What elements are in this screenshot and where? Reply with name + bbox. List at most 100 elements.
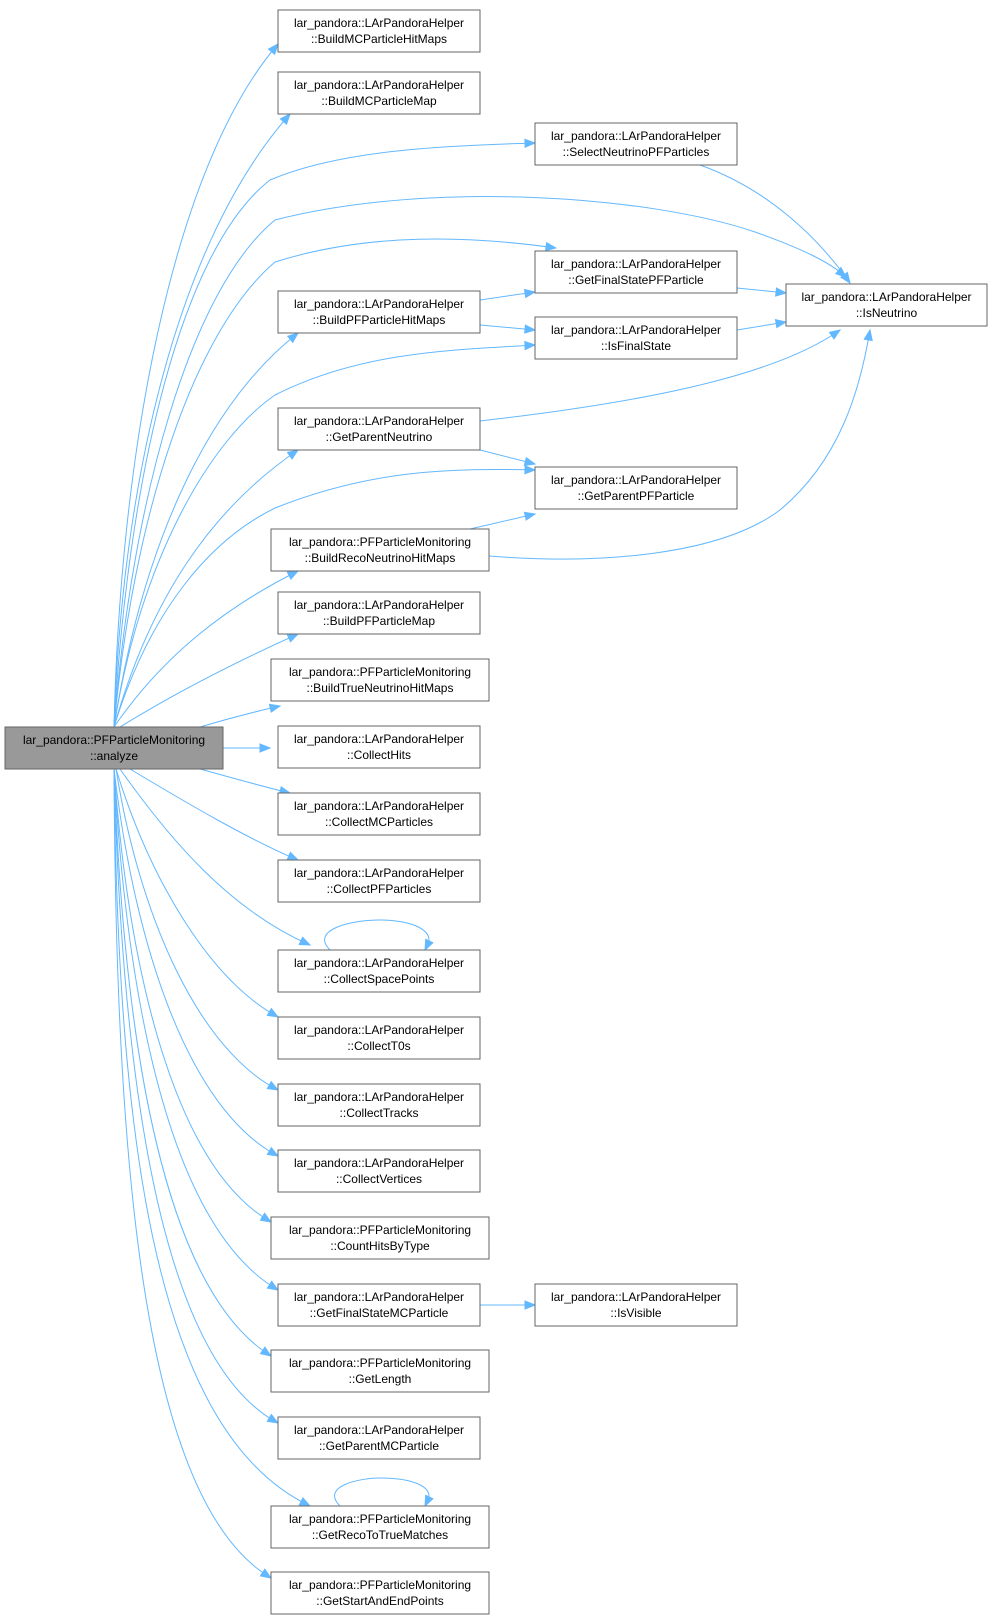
edge-analyze-to-CollectT0s <box>115 768 280 1018</box>
arrowhead-icon <box>286 633 300 643</box>
arrowhead-icon <box>828 329 842 340</box>
edge-analyze-to-CollectTracks <box>115 768 280 1091</box>
node-GetParentNeutrino[interactable]: lar_pandora::LArPandoraHelper::GetParent… <box>277 407 481 451</box>
node-BuildMCParticleMap[interactable]: lar_pandora::LArPandoraHelper::BuildMCPa… <box>277 71 481 115</box>
node-label-line2: ::BuildMCParticleMap <box>321 94 437 108</box>
node-CollectHits[interactable]: lar_pandora::LArPandoraHelper::CollectHi… <box>277 725 481 769</box>
arrowhead-icon <box>298 1497 312 1507</box>
edge-analyze-to-BuildMCParticleHitMaps <box>113 42 279 728</box>
nodes-layer: lar_pandora::PFParticleMonitoring::analy… <box>4 9 988 1615</box>
edge-line <box>129 768 299 861</box>
node-BuildMCParticleHitMaps[interactable]: lar_pandora::LArPandoraHelper::BuildMCPa… <box>277 9 481 53</box>
node-label-line2: ::CountHitsByType <box>330 1239 430 1253</box>
node-CollectT0s[interactable]: lar_pandora::LArPandoraHelper::CollectT0… <box>277 1016 481 1060</box>
node-box <box>534 1283 738 1327</box>
node-label-line2: ::GetParentPFParticle <box>578 489 695 503</box>
edge-CollectSpacePoints-to-CollectSpacePoints <box>324 919 434 952</box>
node-BuildRecoNeutrinoHitMaps[interactable]: lar_pandora::PFParticleMonitoring::Build… <box>270 528 490 572</box>
edge-analyze-to-IsFinalState <box>113 340 537 728</box>
node-label-line2: ::GetRecoToTrueMatches <box>312 1528 448 1542</box>
node-box <box>270 528 490 572</box>
node-label-line1: lar_pandora::PFParticleMonitoring <box>23 733 205 747</box>
node-label-line2: ::CollectHits <box>347 748 411 762</box>
node-label-line2: ::BuildPFParticleMap <box>323 614 435 628</box>
arrowhead-icon <box>286 851 300 861</box>
node-box <box>534 466 738 510</box>
edge-line <box>113 768 279 1291</box>
node-label-line1: lar_pandora::LArPandoraHelper <box>551 257 721 271</box>
node-box <box>534 316 738 360</box>
arrowhead-icon <box>266 1413 280 1424</box>
edge-BuildRecoNeutrinoHitMaps-to-GetParentPFParticle <box>469 511 537 530</box>
node-CollectSpacePoints[interactable]: lar_pandora::LArPandoraHelper::CollectSp… <box>277 949 481 993</box>
edge-line <box>113 113 291 728</box>
node-label-line2: ::GetStartAndEndPoints <box>316 1594 443 1608</box>
edge-GetFinalStateMCParticle-to-IsVisible <box>480 1300 537 1310</box>
edge-line <box>113 238 557 728</box>
node-label-line1: lar_pandora::LArPandoraHelper <box>294 732 464 746</box>
arrowhead-icon <box>268 703 282 713</box>
node-label-line1: lar_pandora::LArPandoraHelper <box>294 78 464 92</box>
edge-line <box>113 43 279 728</box>
arrowhead-icon <box>286 332 300 344</box>
node-box <box>277 1083 481 1127</box>
node-GetFinalStateMCParticle[interactable]: lar_pandora::LArPandoraHelper::GetFinalS… <box>277 1283 481 1327</box>
node-box <box>277 949 481 993</box>
node-SelectNeutrinoPFParticles[interactable]: lar_pandora::LArPandoraHelper::SelectNeu… <box>534 122 738 166</box>
node-label-line2: ::CollectVertices <box>336 1172 422 1186</box>
node-CollectPFParticles[interactable]: lar_pandora::LArPandoraHelper::CollectPF… <box>277 859 481 903</box>
node-IsNeutrino[interactable]: lar_pandora::LArPandoraHelper::IsNeutrin… <box>785 283 988 327</box>
node-label-line2: ::IsFinalState <box>601 339 671 353</box>
node-CollectVertices[interactable]: lar_pandora::LArPandoraHelper::CollectVe… <box>277 1149 481 1193</box>
node-GetLength[interactable]: lar_pandora::PFParticleMonitoring::GetLe… <box>270 1349 490 1393</box>
node-label-line2: ::analyze <box>90 749 138 763</box>
arrowhead-icon <box>545 241 558 252</box>
node-CollectMCParticles[interactable]: lar_pandora::LArPandoraHelper::CollectMC… <box>277 792 481 836</box>
edge-line <box>699 164 851 284</box>
edge-line <box>334 1477 430 1507</box>
node-box <box>270 1505 490 1549</box>
node-label-line1: lar_pandora::LArPandoraHelper <box>294 1090 464 1104</box>
node-label-line1: lar_pandora::LArPandoraHelper <box>801 290 971 304</box>
node-label-line1: lar_pandora::LArPandoraHelper <box>551 323 721 337</box>
node-label-line2: ::GetLength <box>349 1372 412 1386</box>
node-BuildPFParticleMap[interactable]: lar_pandora::LArPandoraHelper::BuildPFPa… <box>277 591 481 635</box>
node-GetParentMCParticle[interactable]: lar_pandora::LArPandoraHelper::GetParent… <box>277 1416 481 1460</box>
node-label-line2: ::GetParentMCParticle <box>319 1439 439 1453</box>
edge-line <box>113 768 279 1424</box>
arrowhead-icon <box>259 1346 273 1357</box>
node-CollectTracks[interactable]: lar_pandora::LArPandoraHelper::CollectTr… <box>277 1083 481 1127</box>
edge-line <box>119 768 311 946</box>
edge-line <box>113 768 279 1157</box>
arrowhead-icon <box>775 287 788 297</box>
node-BuildTrueNeutrinoHitMaps[interactable]: lar_pandora::PFParticleMonitoring::Build… <box>270 658 490 702</box>
node-CountHitsByType[interactable]: lar_pandora::PFParticleMonitoring::Count… <box>270 1216 490 1260</box>
arrowhead-icon <box>524 340 537 351</box>
edge-GetRecoToTrueMatches-to-GetRecoToTrueMatches <box>334 1477 434 1508</box>
node-GetFinalStatePFParticle[interactable]: lar_pandora::LArPandoraHelper::GetFinalS… <box>534 250 738 294</box>
node-label-line1: lar_pandora::LArPandoraHelper <box>551 129 721 143</box>
node-label-line2: ::GetFinalStatePFParticle <box>568 273 704 287</box>
edge-analyze-to-CollectMCParticles <box>199 768 292 796</box>
edge-line <box>199 705 281 728</box>
node-label-line1: lar_pandora::LArPandoraHelper <box>551 473 721 487</box>
node-IsVisible[interactable]: lar_pandora::LArPandoraHelper::IsVisible <box>534 1283 738 1327</box>
node-GetStartAndEndPoints[interactable]: lar_pandora::PFParticleMonitoring::GetSt… <box>270 1571 490 1615</box>
node-label-line1: lar_pandora::PFParticleMonitoring <box>289 1578 471 1592</box>
node-label-line2: ::BuildTrueNeutrinoHitMaps <box>307 681 454 695</box>
node-box <box>277 1149 481 1193</box>
node-label-line2: ::GetParentNeutrino <box>326 430 433 444</box>
edge-analyze-to-BuildPFParticleHitMaps <box>113 332 300 728</box>
arrowhead-icon <box>279 112 291 126</box>
node-GetParentPFParticle[interactable]: lar_pandora::LArPandoraHelper::GetParent… <box>534 466 738 510</box>
node-label-line1: lar_pandora::LArPandoraHelper <box>294 1423 464 1437</box>
node-label-line1: lar_pandora::PFParticleMonitoring <box>289 1512 471 1526</box>
node-BuildPFParticleHitMaps[interactable]: lar_pandora::LArPandoraHelper::BuildPFPa… <box>277 290 481 334</box>
node-box <box>270 1349 490 1393</box>
node-analyze[interactable]: lar_pandora::PFParticleMonitoring::analy… <box>4 726 224 770</box>
arrowhead-icon <box>523 288 537 299</box>
node-IsFinalState[interactable]: lar_pandora::LArPandoraHelper::IsFinalSt… <box>534 316 738 360</box>
edge-line <box>469 513 536 530</box>
edge-line <box>113 468 536 728</box>
node-GetRecoToTrueMatches[interactable]: lar_pandora::PFParticleMonitoring::GetRe… <box>270 1505 490 1549</box>
